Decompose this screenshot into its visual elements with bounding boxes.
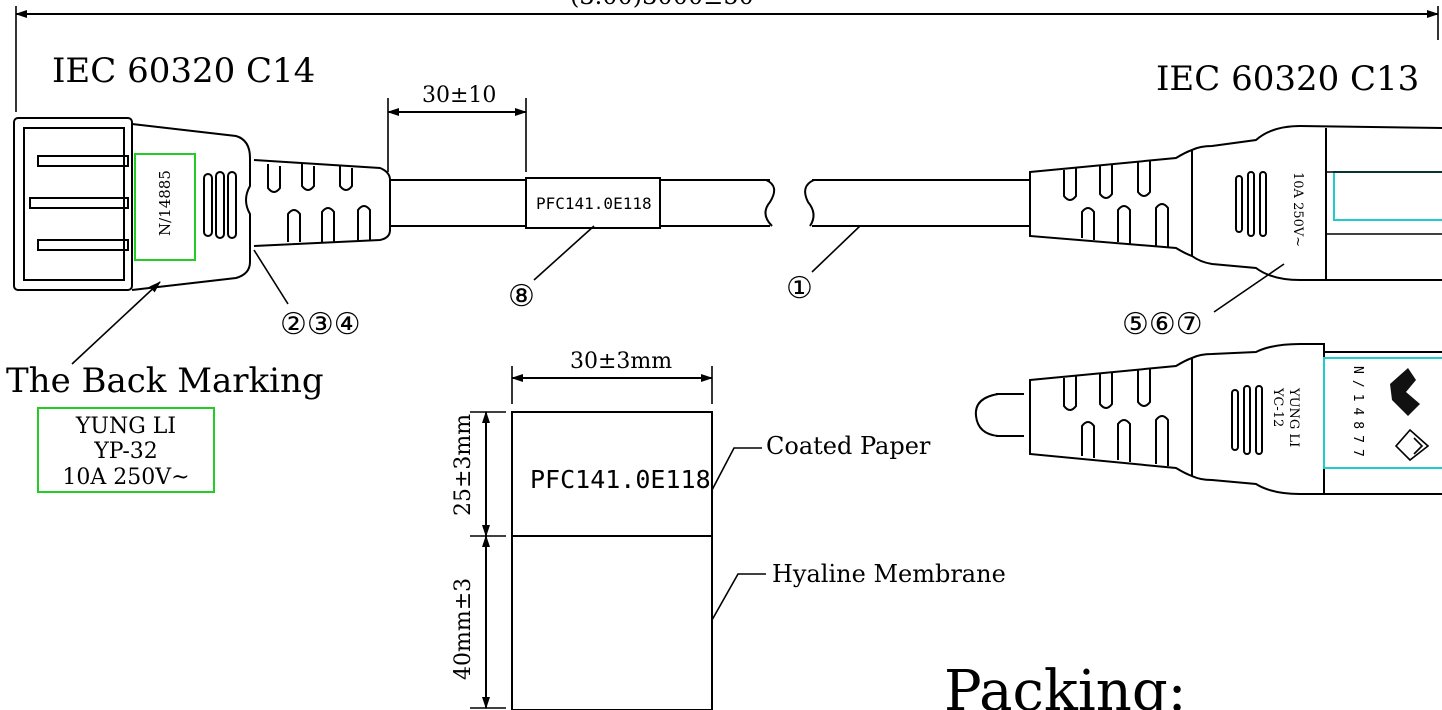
- socket-window-top: [1333, 171, 1442, 221]
- hyaline-membrane-label: Hyaline Membrane: [772, 560, 1006, 588]
- cable-left: PFC141.0E118: [390, 177, 776, 229]
- socket-brand-line2: YC-12: [1270, 387, 1285, 427]
- coated-paper-label: Coated Paper: [766, 432, 931, 460]
- socket-window-front: [1323, 357, 1442, 469]
- right-connector-title: IEC 60320 C13: [1156, 59, 1419, 99]
- label-height-dimension: 25±3mm: [451, 414, 476, 516]
- left-connector-title: IEC 60320 C14: [52, 51, 315, 91]
- back-marking-box: [37, 407, 215, 493]
- overall-length-label: (3.00)3000±50: [570, 0, 754, 10]
- back-marking: The Back Marking YUNG LI YP-32 10A 250V~: [6, 361, 324, 493]
- c13-socket-front: YUNG LI YC-12 N/14877: [974, 343, 1442, 495]
- label-width-dimension: 30±3mm: [570, 349, 672, 374]
- label-detail: 30±3mm PFC141.0E118 25±3mm 40mm±3 Coated…: [451, 349, 1006, 710]
- back-marking-line2: YP-32: [93, 439, 158, 464]
- packing-heading: Packing:: [944, 659, 1187, 710]
- back-marking-line1: YUNG LI: [75, 414, 176, 439]
- socket-rating-text: 10A 250V~: [1290, 172, 1305, 247]
- socket-brand-line1: YUNG LI: [1286, 387, 1301, 447]
- callout-items-5-6-7: ⑤⑥⑦: [1122, 307, 1203, 342]
- overall-length-dimension: (3.00)3000±50: [15, 0, 1439, 112]
- membrane-height-dimension: 40mm±3: [451, 578, 476, 680]
- hyaline-membrane-area: [511, 535, 713, 710]
- offset-dimension: 30±10: [387, 83, 527, 172]
- callouts: ②③④ ⑧ ① ⑤⑥⑦: [71, 225, 1285, 365]
- back-marking-title: The Back Marking: [6, 361, 324, 401]
- label-print-text: PFC141.0E118: [530, 465, 711, 494]
- plug-marking-text: N/14885: [156, 170, 174, 236]
- offset-dimension-label: 30±10: [422, 83, 496, 108]
- c13-socket-side: 10A 250V~: [1029, 124, 1442, 281]
- back-marking-line3: 10A 250V~: [62, 465, 189, 490]
- certification-mark-icon: [1390, 368, 1420, 416]
- vde-mark-icon: [1394, 428, 1430, 462]
- c14-plug: N/14885: [13, 117, 391, 291]
- cable-right: [804, 179, 1030, 227]
- cable-tag-text: PFC141.0E118: [536, 194, 652, 213]
- plug-marking-box: [134, 153, 196, 261]
- callout-item-8: ⑧: [508, 279, 535, 314]
- callout-item-1: ①: [786, 271, 813, 306]
- socket-marking-text: N/14877: [1350, 366, 1365, 463]
- callout-items-2-3-4: ②③④: [280, 307, 361, 342]
